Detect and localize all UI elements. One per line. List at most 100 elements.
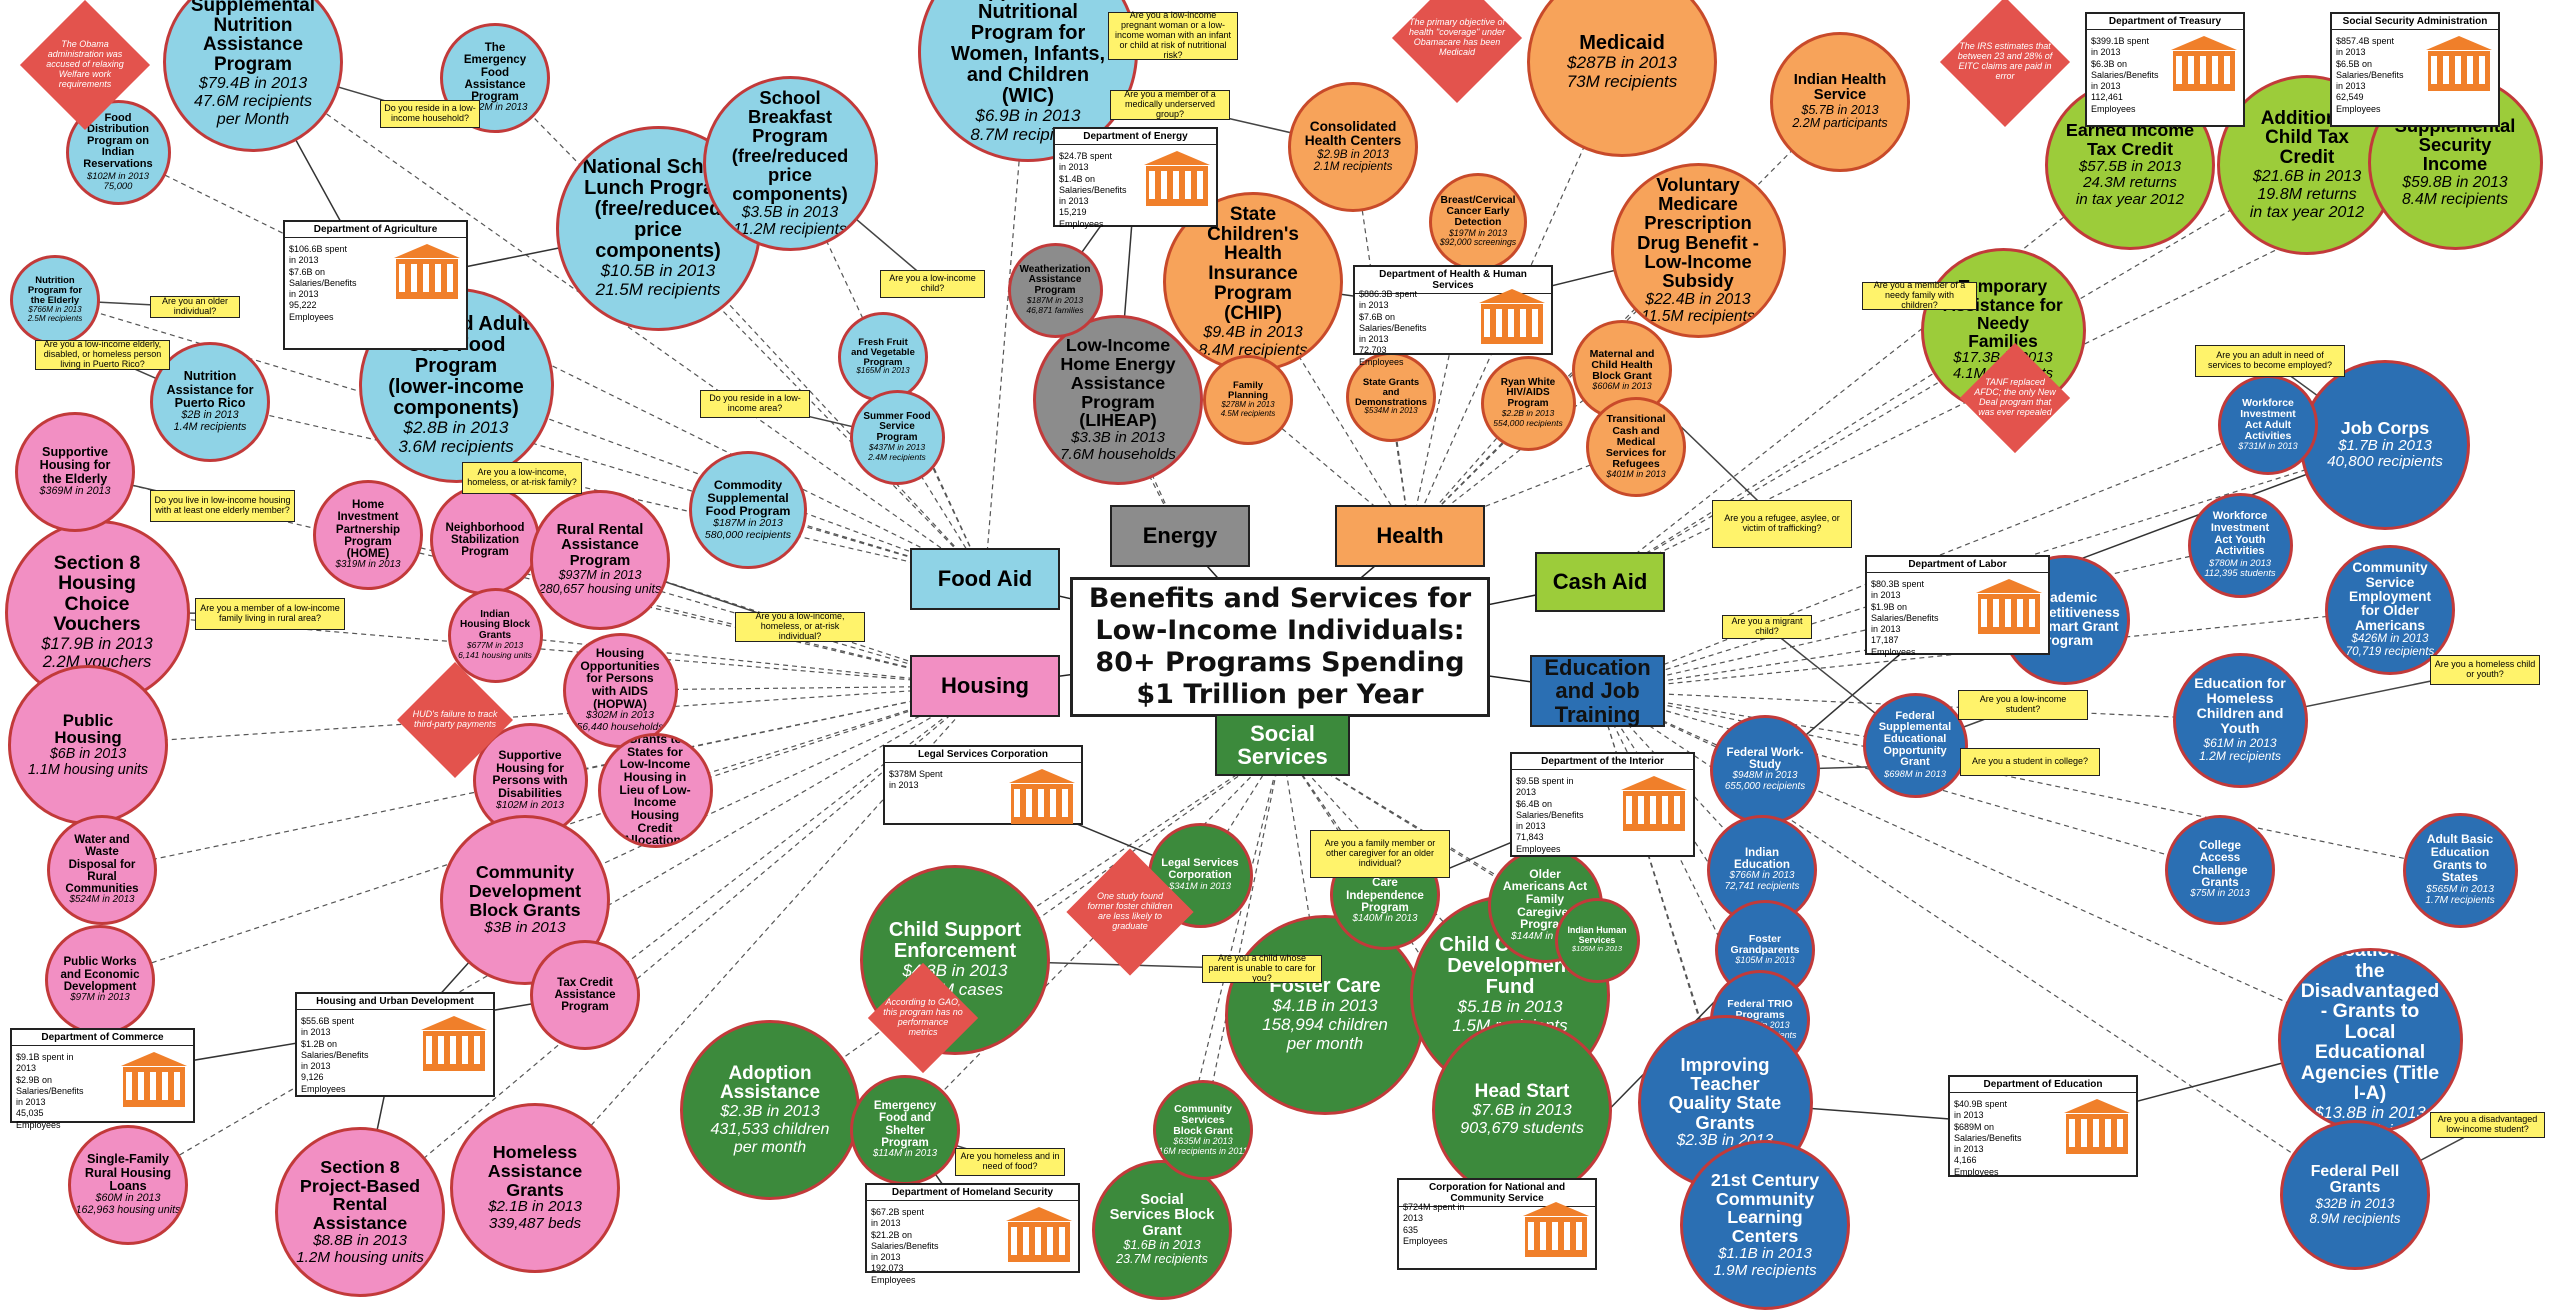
government-building-icon	[394, 244, 460, 300]
program-stat: 70,719 recipients	[2345, 644, 2435, 658]
program-stat: in tax year 2012	[2075, 191, 2185, 209]
department-stat-line: $67.2B spent in 2013	[871, 1207, 925, 1229]
program-name: Legal Services Corporation	[1161, 857, 1239, 881]
department-name: Department of Labor	[1867, 557, 2048, 573]
program-node: 21st Century Community Learning Centers$…	[1680, 1140, 1850, 1310]
department-name: Department of Homeland Security	[867, 1185, 1078, 1201]
connector-line	[367, 534, 986, 687]
eligibility-question: Do you reside in a low-income area?	[700, 390, 810, 418]
note-text: The Obama administration was accused of …	[46, 39, 124, 89]
connector-line	[359, 685, 986, 1213]
program-stat: $3.5B in 2013	[741, 203, 839, 221]
eligibility-question: Are you a member of a low-income family …	[195, 598, 345, 630]
department-stat-line: 192,073 Employees	[871, 1263, 916, 1285]
program-stat: $102M in 2013	[496, 799, 564, 811]
program-name: Breast/Cervical Cancer Early Detection	[1440, 195, 1516, 228]
department-stat-line: $6.4B on Salaries/Benefits in 2013	[1516, 798, 1584, 832]
program-node: Public Works and Economic Development$97…	[45, 925, 155, 1035]
program-name: Federal Pell Grants	[2310, 1162, 2400, 1197]
program-stat: in tax year 2012	[2249, 202, 2365, 221]
program-stat: $766M in 2013	[1729, 870, 1795, 882]
program-node: Nutrition Program for the Elderly$766M i…	[10, 255, 100, 345]
program-stat: 1.9M recipients	[1713, 1261, 1817, 1279]
government-building-icon	[121, 1052, 187, 1108]
program-stat: 8.9M recipients	[2309, 1210, 2401, 1226]
program-stat: 72,741 recipients	[1724, 881, 1800, 893]
department-stat-line: 71,843 Employees	[1516, 832, 1561, 854]
connector-line	[1352, 146, 1411, 537]
program-stat: $937M in 2013	[558, 568, 642, 583]
eligibility-question: Do you reside in a low-income household?	[380, 100, 480, 128]
department-stats: $857.4B spent in 2013$6.5B on Salaries/B…	[2336, 36, 2404, 115]
program-stat: $97M in 2013	[70, 991, 130, 1003]
program-stat: 73M recipients	[1566, 71, 1678, 91]
program-stat: per month	[1286, 1033, 1364, 1053]
program-stat: $426M in 2013	[2351, 632, 2429, 646]
connector-line	[769, 744, 1283, 1111]
program-node: Breast/Cervical Cancer Early Detection$1…	[1429, 173, 1527, 271]
department-name: Housing and Urban Development	[297, 994, 493, 1010]
program-stat: 47.6M recipients	[193, 91, 313, 110]
program-stat: 19.8M returns	[2257, 184, 2357, 203]
department-card: Social Security Administration $857.4B sp…	[2330, 12, 2500, 127]
program-stat: 1.2M housing units	[296, 1248, 424, 1266]
department-stat-line: $55.6B spent in 2013	[301, 1016, 355, 1038]
category-label: Food Aid	[937, 566, 1033, 592]
program-stat: $10.5B in 2013	[600, 260, 716, 280]
program-name: Indian Education	[1734, 847, 1790, 872]
program-stat: $105M in 2013	[1735, 955, 1795, 966]
program-stat: 162,963 housing units	[75, 1203, 181, 1216]
program-stat: $61M in 2013	[2203, 735, 2277, 750]
department-stats: $55.6B spent in 2013$1.2B on Salaries/Be…	[301, 1016, 369, 1095]
program-stat: $2B in 2013	[181, 409, 239, 422]
program-stat: 75,000	[103, 179, 133, 191]
program-stat: 655,000 recipients	[1724, 781, 1806, 793]
department-name: Department of Health & Human Services	[1355, 267, 1551, 294]
program-node: Water and Waste Disposal for Rural Commu…	[47, 815, 157, 925]
program-stat: $948M in 2013	[1732, 770, 1798, 782]
government-building-icon	[1009, 769, 1075, 825]
program-stat: $165M in 2013	[856, 366, 910, 376]
program-stat: $635M in 2013	[1173, 1135, 1233, 1146]
department-stats: $378M Spent in 2013	[889, 769, 951, 792]
department-stat-line: 17,187 Employees	[1871, 635, 1916, 657]
program-name: Summer Food Service Program	[863, 410, 931, 443]
eligibility-question: Are you a student in college?	[1960, 748, 2100, 776]
department-stat-line: 112,461 Employees	[2091, 92, 2136, 114]
government-building-icon	[1523, 1202, 1589, 1258]
program-stat: 6,141 housing units	[458, 649, 532, 660]
program-stat: $187M in 2013	[1026, 295, 1084, 306]
program-stat: $60M in 2013	[95, 1192, 161, 1205]
connector-line	[74, 471, 986, 687]
program-node: College Access Challenge Grants$75M in 2…	[2165, 815, 2275, 925]
eligibility-question: Are you a refugee, asylee, or victim of …	[1712, 500, 1852, 548]
program-stat: $319M in 2013	[335, 558, 401, 570]
program-name: Public Housing	[54, 710, 122, 748]
program-name: Food Distribution Program on Indian Rese…	[83, 111, 153, 171]
department-stat-line: $7.6B on Salaries/Benefits in 2013	[1359, 311, 1427, 345]
program-stat: $105M in 2013	[1571, 944, 1623, 954]
department-name: Social Security Administration	[2332, 14, 2498, 30]
program-name: Fresh Fruit and Vegetable Program	[851, 336, 915, 368]
program-name: State Grants and Demonstrations	[1354, 376, 1428, 408]
program-stat: 40,800 recipients	[2327, 453, 2443, 471]
program-name: Indian Housing Block Grants	[460, 608, 531, 641]
connector-line	[1252, 281, 1411, 537]
department-stats: $80.3B spent in 2013$1.9B on Salaries/Be…	[1871, 579, 1939, 658]
program-node: Rural Rental Assistance Program$937M in …	[530, 490, 670, 630]
department-card: Housing and Urban Development $55.6B spen…	[295, 992, 495, 1097]
program-stat: $341M in 2013	[1168, 880, 1232, 892]
program-node: Community Service Employment for Older A…	[2325, 545, 2455, 675]
department-card: Department of Health & Human Services$88…	[1353, 265, 1553, 367]
program-stat: per month	[733, 1137, 807, 1156]
program-stat: $2.9B in 2013	[1317, 147, 1389, 161]
program-node: Federal Supplemental Educational Opportu…	[1862, 692, 1968, 798]
program-stat: $79.4B in 2013	[198, 74, 308, 93]
program-stat: $1.1B in 2013	[1718, 1244, 1812, 1262]
program-stat: 46,871 families	[1026, 304, 1084, 315]
